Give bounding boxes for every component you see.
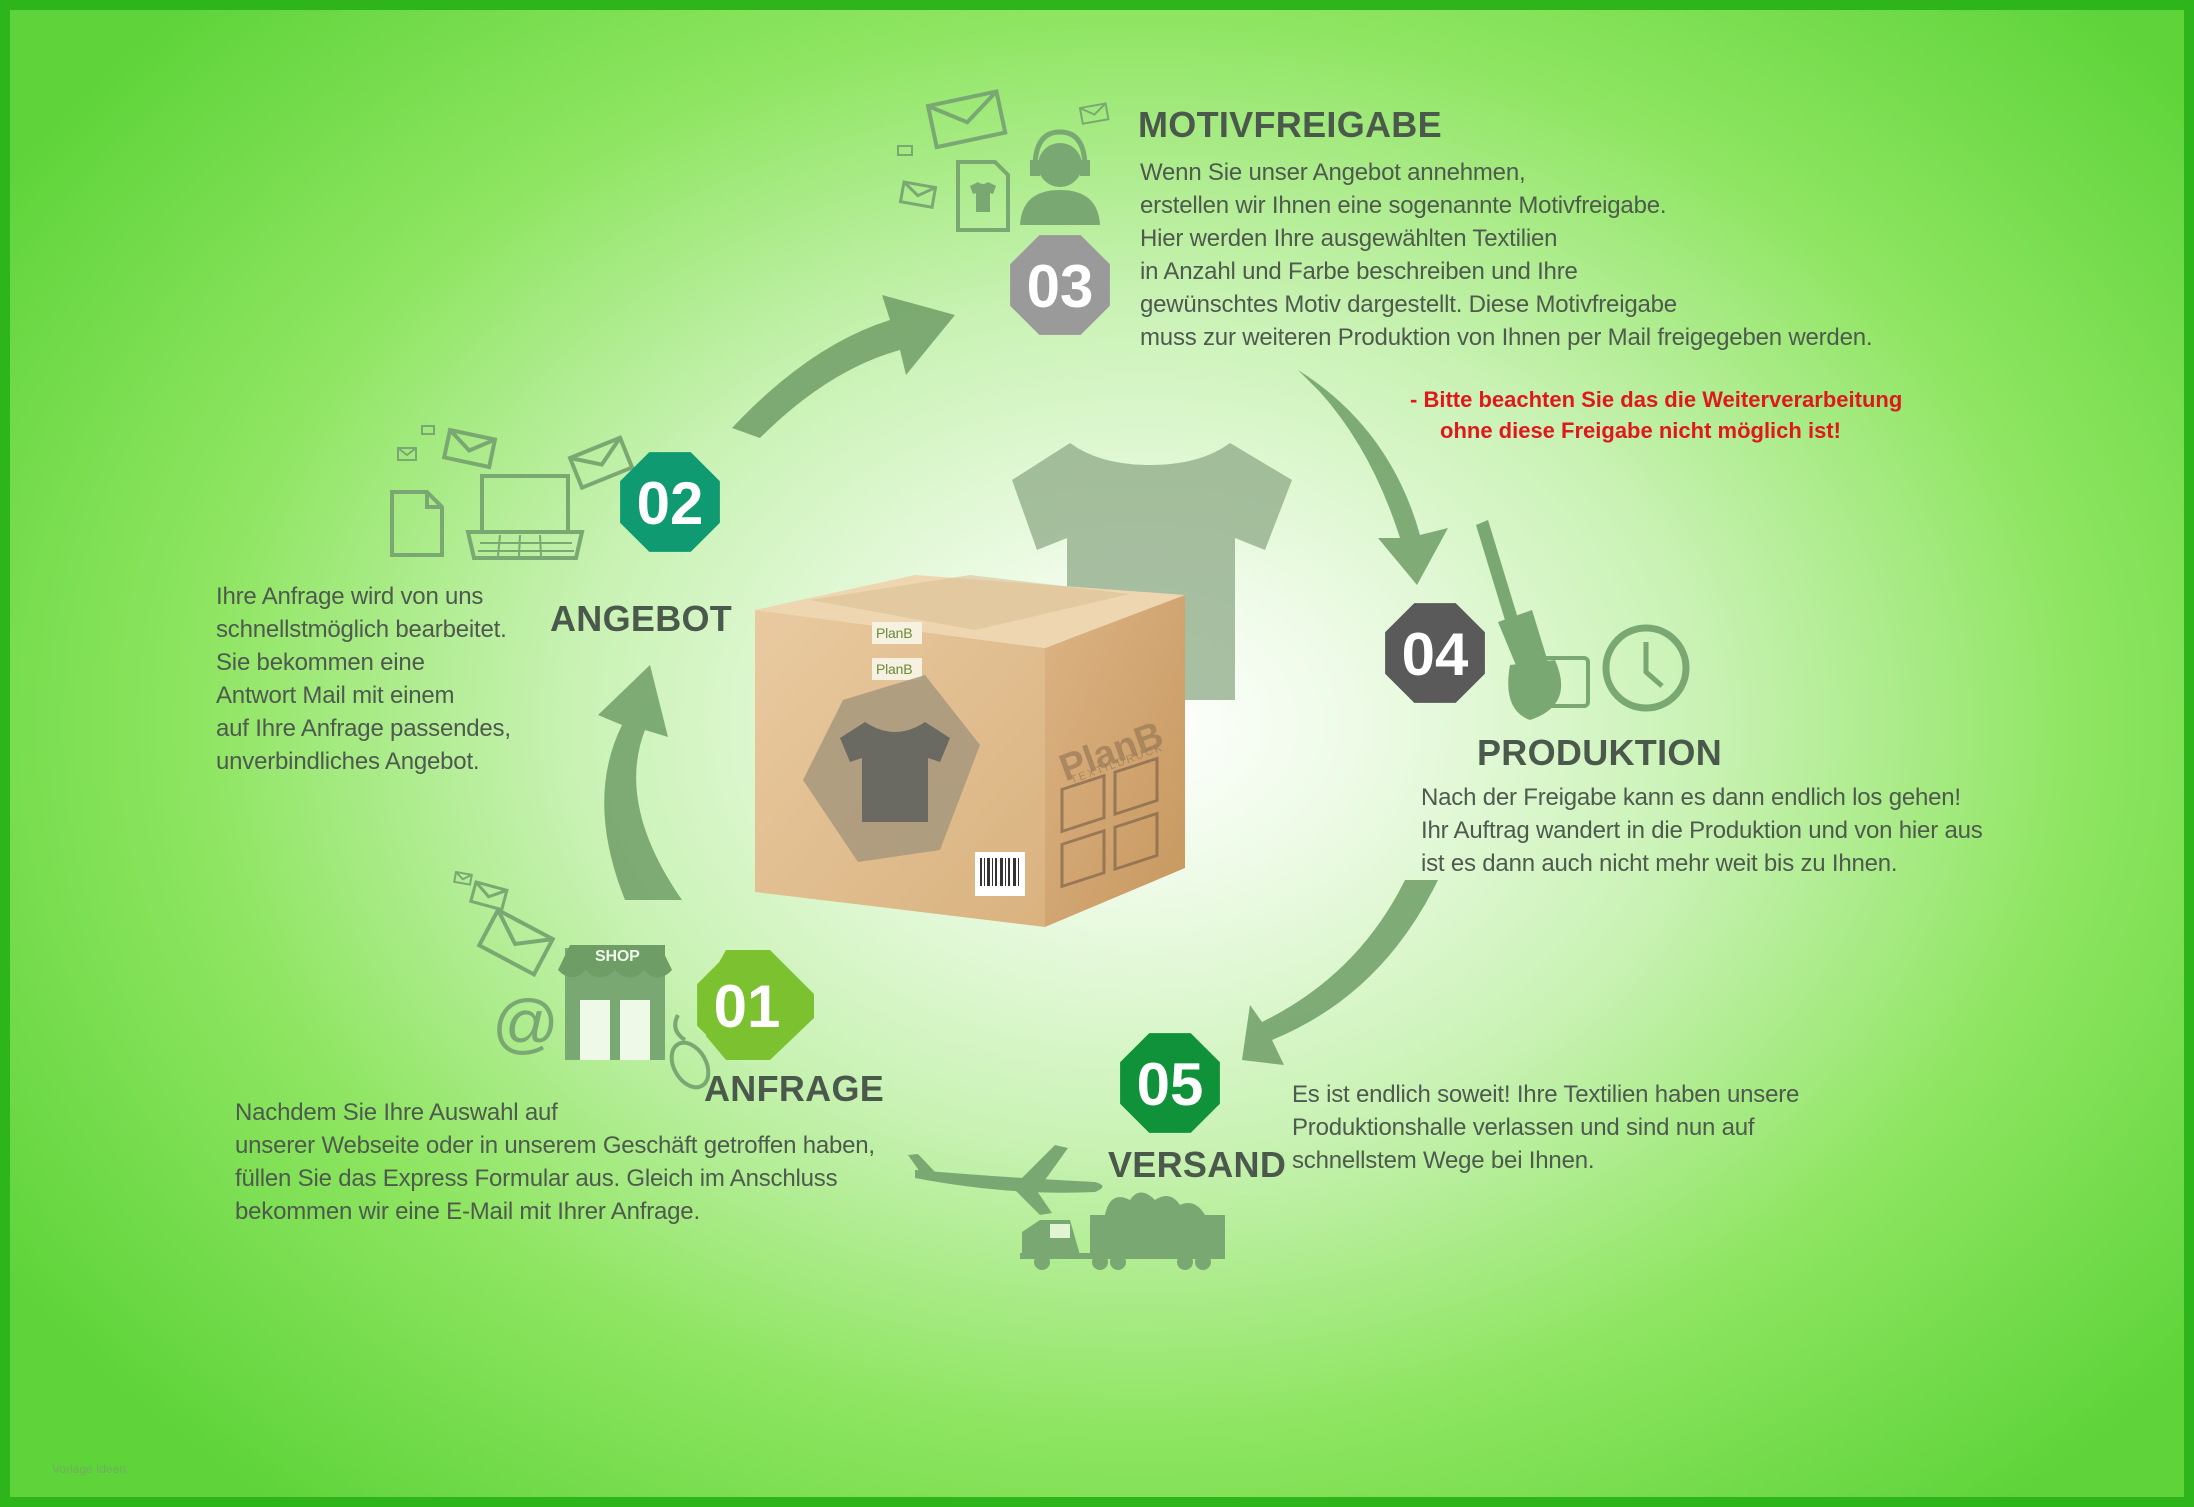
text-line: Nach der Freigabe kann es dann endlich l… [1421,784,1961,811]
warning-line: - Bitte beachten Sie das die Weiterverar… [1410,387,1903,412]
step-03-text: Wenn Sie unser Angebot annehmen, erstelle… [1140,156,1873,354]
cardboard-box [755,575,1185,927]
step-01-title: ANFRAGE [704,1068,885,1109]
envelope-icon [397,447,417,461]
envelope-icon [1078,102,1110,125]
badge-number: 03 [1027,253,1094,320]
text-line: schnellstmöglich bearbeitet. [216,616,507,643]
step-03-icons [897,89,1110,232]
envelope-icon [567,435,635,491]
badge-05: 05 [1120,1033,1220,1133]
text-line: ist es dann auch nicht mehr weit bis zu … [1421,850,1898,877]
laptop-icon [465,474,585,560]
text-line: muss zur weiteren Produktion von Ihnen p… [1140,324,1873,351]
badge-octagon [697,955,797,1055]
step-03-title: MOTIVFREIGABE [1138,104,1442,145]
text-line: Sie bekommen eine [216,649,425,676]
text-line: gewünschtes Motiv dargestellt. Diese Mot… [1140,291,1677,318]
envelope-icon [468,880,509,912]
clock-icon [1602,624,1690,712]
badge-octagon [1120,1033,1220,1133]
envelope-icon [898,180,938,209]
text-line: Wenn Sie unser Angebot annehmen, [1140,159,1526,186]
step-02-title: ANGEBOT [550,598,733,639]
text-line: unverbindliches Angebot. [216,748,480,775]
paint-brush-icon [1476,520,1590,720]
badge-number: 01 [714,973,781,1040]
text-line: in Anzahl und Farbe beschreiben und Ihre [1140,258,1578,285]
shop-icon [558,945,672,1060]
badges-layer: 01 02 03 04 05 [620,235,1485,1133]
text-line: bekommen wir eine E-Mail mit Ihrer Anfra… [235,1198,700,1225]
mouse-icon [669,1014,711,1090]
badge-octagon [1010,235,1110,335]
at-symbol: @ [492,986,559,1060]
airplane-icon [908,1145,1103,1215]
box-label-1: PlanB [876,625,913,641]
support-agent-icon [1020,143,1100,225]
badge-octagon [1385,603,1485,703]
step-05-text: Es ist endlich soweit! Ihre Textilien ha… [1292,1078,1799,1177]
envelope-icon [441,427,498,470]
arrow-04-to-05 [1242,880,1438,1065]
badge-04: 04 [1385,603,1485,703]
step-01-text: Nachdem Sie Ihre Auswahl auf unserer Webs… [235,1096,875,1228]
envelope-icon [476,907,556,978]
box-label-2: PlanB [876,661,913,677]
text-line: unserer Webseite oder in unserem Geschäf… [235,1132,875,1159]
shop-sign: SHOP [595,948,640,965]
arrow-01-to-02 [598,665,682,900]
text-line: Es ist endlich soweit! Ihre Textilien ha… [1292,1081,1800,1108]
step-05-title: VERSAND [1108,1144,1287,1185]
text-line: füllen Sie das Express Formular aus. Gle… [235,1165,838,1192]
text-line: Nachdem Sie Ihre Auswahl auf [235,1099,558,1126]
step-04-icons [1476,520,1690,720]
arrow-02-to-03 [732,295,955,438]
envelope-icon [421,425,435,435]
text-line: schnellstem Wege bei Ihnen. [1292,1147,1595,1174]
badge-octagon [620,452,720,552]
tshirt-icon [840,722,950,822]
badge-02: 02 [620,452,720,552]
footer-watermark: Vorlage Ideen [52,1462,127,1476]
arrow-03-to-04 [1298,370,1448,585]
text-line: Ihr Auftrag wandert in die Produktion un… [1421,817,1983,844]
text-line: erstellen wir Ihnen eine sogenannte Moti… [1140,192,1667,219]
text-line: Ihre Anfrage wird von uns [216,583,484,610]
step-04-text: Nach der Freigabe kann es dann endlich l… [1421,781,1983,880]
cycle-arrows [598,295,1448,1065]
text-line: auf Ihre Anfrage passendes, [216,715,511,742]
badge-number: 02 [637,470,704,537]
text-line: Antwort Mail mit einem [216,682,455,709]
barcode [975,852,1025,896]
text-line: Produktionshalle verlassen und sind nun … [1292,1114,1755,1141]
step-02-icons [390,425,635,560]
step-01-icons [453,870,711,1090]
step-05-icons [908,1145,1225,1270]
step-04-title: PRODUKTION [1477,732,1722,773]
badge-01: 01 [697,955,797,1055]
shirt-document-icon [956,160,1010,232]
approval-warning: - Bitte beachten Sie das die Weiterverar… [1410,384,1902,446]
envelope-icon [897,145,913,156]
badge-03: 03 [1010,235,1110,335]
step-02-text: Ihre Anfrage wird von uns schnellstmöglic… [216,580,511,778]
envelope-icon [925,89,1008,150]
warning-line: ohne diese Freigabe nicht möglich ist! [1440,418,1841,443]
badge-number: 04 [1402,621,1469,688]
truck-icon [1020,1192,1225,1270]
envelope-icon [453,870,473,886]
diagram-graphics [390,89,1690,1270]
document-icon [390,490,444,557]
text-line: Hier werden Ihre ausgewählten Textilien [1140,225,1558,252]
badge-number: 05 [1137,1051,1204,1118]
